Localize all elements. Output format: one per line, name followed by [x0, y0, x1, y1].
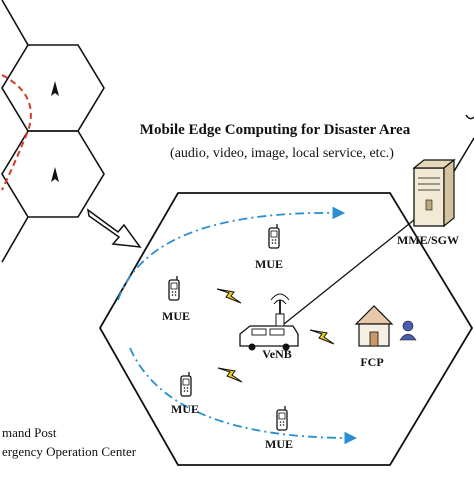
hollow-arrow-icon [86, 208, 142, 248]
hex-cell-left-top [1, 0, 29, 46]
legend-line-2: ergency Operation Center [2, 444, 137, 459]
legend-line-1: mand Post [2, 425, 57, 440]
aircraft-icon-bottom [51, 167, 59, 182]
mobile-phone-icon [276, 405, 288, 431]
aircraft-icon-top [51, 81, 59, 96]
person-icon [399, 320, 417, 341]
cut-off-mark [465, 114, 474, 120]
venb-label: VeNB [262, 347, 292, 361]
fcp-label: FCP [360, 355, 383, 369]
wireless-link-icon [216, 288, 242, 304]
backhaul-line [283, 219, 415, 325]
mobile-phone-icon [168, 275, 180, 301]
diagram-title: Mobile Edge Computing for Disaster Area [140, 122, 411, 138]
mobile-phone-icon [180, 371, 192, 397]
mue-label-1: MUE [255, 257, 283, 271]
vehicle-base-station-icon [239, 293, 299, 351]
mobile-phone-icon [268, 223, 280, 249]
coverage-dashed-circle [1, 74, 32, 191]
cycle-arrow-bottom [129, 347, 358, 445]
hex-cell-bottom [1, 130, 105, 218]
diagram-subtitle: (audio, video, image, local service, etc… [170, 146, 394, 161]
wireless-link-icon [217, 367, 243, 383]
house-icon [354, 305, 394, 347]
server-tower-icon [412, 158, 456, 228]
hex-cell-grid [1, 0, 105, 263]
mue-label-4: MUE [265, 437, 293, 451]
cycle-arrow-top [117, 206, 346, 301]
mue-label-2: MUE [162, 309, 190, 323]
disaster-area-hexagon [98, 192, 474, 466]
hex-cell-left-bottom [1, 216, 29, 263]
hex-cell-top [1, 44, 105, 132]
mme-sgw-label: MME/SGW [397, 233, 459, 247]
mue-label-3: MUE [171, 402, 199, 416]
wireless-link-icon [309, 329, 335, 345]
